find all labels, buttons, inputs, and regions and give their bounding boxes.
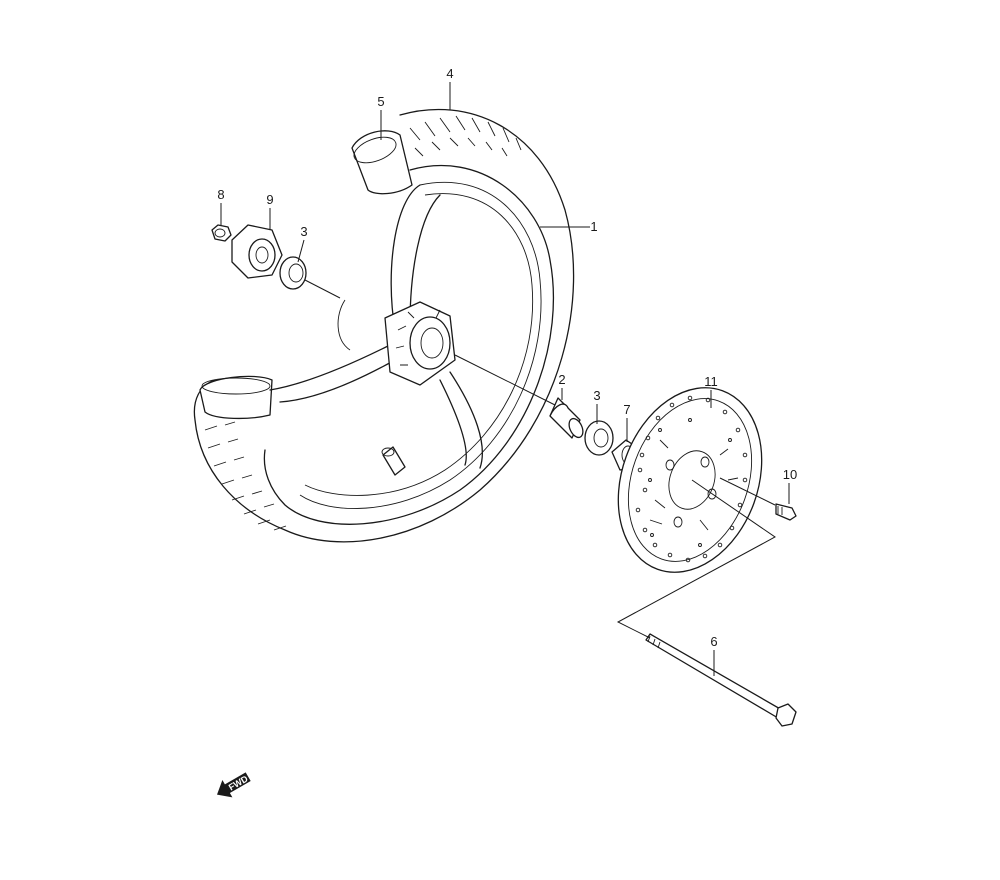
tire-cut-top xyxy=(351,130,413,195)
part-10-bolt xyxy=(775,503,797,521)
callout-9: 9 xyxy=(266,192,273,207)
tire-valve xyxy=(381,446,406,476)
disc-holes xyxy=(635,395,748,563)
wheel-assembly xyxy=(193,108,575,543)
part-3-bearing-upper xyxy=(279,256,307,290)
part-11-brake-disc xyxy=(617,387,763,573)
callout-3-upper: 3 xyxy=(300,224,307,239)
tire-outline xyxy=(193,108,575,543)
callout-10: 10 xyxy=(783,467,797,482)
callout-11: 11 xyxy=(704,374,718,389)
part-2-spacer xyxy=(549,397,584,439)
tire-cut-bottom xyxy=(199,375,273,420)
leader-lines xyxy=(220,82,790,676)
callout-1: 1 xyxy=(590,219,597,234)
fwd-arrow-icon: FWD xyxy=(217,772,251,798)
callout-6: 6 xyxy=(710,634,717,649)
tire-tread-top xyxy=(409,115,522,157)
part-6-axle xyxy=(645,633,797,727)
part-8-nut xyxy=(211,224,232,242)
callout-3-lower: 3 xyxy=(593,388,600,403)
tire-inner-edge xyxy=(263,164,555,525)
callout-5: 5 xyxy=(377,94,384,109)
spoke-lower xyxy=(439,371,483,469)
spoke-left xyxy=(269,344,396,403)
tire-tread-bottom xyxy=(204,421,287,531)
callout-2: 2 xyxy=(558,372,565,387)
part-9-gearbox xyxy=(231,224,283,279)
callout-4: 4 xyxy=(446,66,453,81)
callout-7: 7 xyxy=(623,402,630,417)
part-3-bearing-lower xyxy=(584,420,614,456)
wheel-hub xyxy=(384,301,456,386)
assembly-guide-lines xyxy=(304,279,776,639)
callout-numbers: 4 5 1 8 9 3 2 3 7 11 10 6 xyxy=(217,66,797,649)
callout-8: 8 xyxy=(217,187,224,202)
